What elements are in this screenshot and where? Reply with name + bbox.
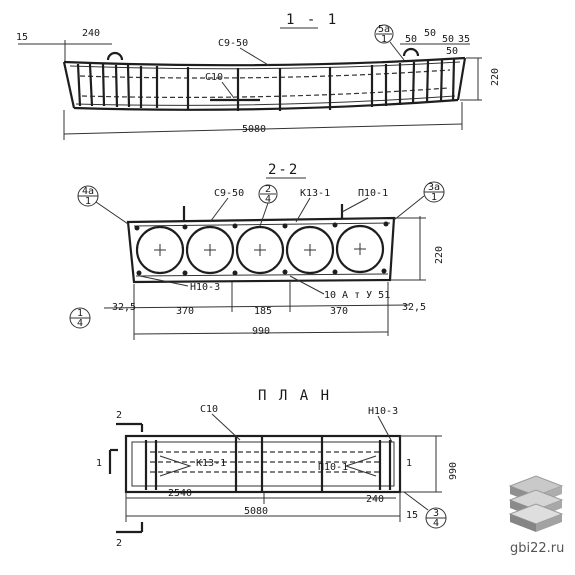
svg-text:K13-1: K13-1 xyxy=(300,188,330,199)
mark-c9-50: C9-50 xyxy=(218,38,248,49)
svg-text:5080: 5080 xyxy=(242,124,266,135)
leader-c10 xyxy=(221,81,235,99)
mark-c10: C10 xyxy=(205,72,223,83)
slab-bottom-edge xyxy=(73,98,459,111)
svg-text:1: 1 xyxy=(406,458,412,469)
svg-text:K13-1: K13-1 xyxy=(196,458,226,469)
svg-text:220: 220 xyxy=(490,68,501,86)
svg-text:5a: 5a xyxy=(378,24,390,35)
svg-text:50: 50 xyxy=(442,34,454,45)
dim-240: 240 xyxy=(82,28,100,39)
callout-5a xyxy=(374,24,394,44)
bottom-mesh xyxy=(135,273,389,277)
svg-text:C10: C10 xyxy=(200,404,218,415)
plan-k13-diag xyxy=(159,455,192,477)
svg-text:4: 4 xyxy=(265,194,271,205)
svg-text:50: 50 xyxy=(424,28,436,39)
dim-15-left: 15 xyxy=(16,32,28,43)
svg-text:1: 1 xyxy=(381,34,387,45)
svg-text:32,5: 32,5 xyxy=(112,302,136,313)
slab-right-end xyxy=(456,57,467,101)
top-mesh xyxy=(133,222,391,227)
svg-text:3: 3 xyxy=(433,508,439,519)
svg-text:50: 50 xyxy=(405,34,417,45)
top-mesh-line xyxy=(69,61,461,70)
section-1-1: 1 - 1 15 240 xyxy=(16,12,501,140)
rebar-dots xyxy=(134,221,389,276)
plan-view: П Л А Н 2 1 1 C10 Н10-3 K13-1 П10-1 xyxy=(96,388,459,549)
stirrups-left xyxy=(76,63,159,108)
section-2-2: 2-2 4a 1 xyxy=(69,162,445,340)
svg-text:1: 1 xyxy=(96,458,102,469)
dim-line-parts xyxy=(103,304,411,309)
svg-text:5080: 5080 xyxy=(244,506,268,517)
svg-text:32,5: 32,5 xyxy=(402,302,426,313)
svg-text:370: 370 xyxy=(176,306,194,317)
slab-top-edge xyxy=(63,56,466,67)
svg-text:1: 1 xyxy=(77,308,83,319)
leader-c9 xyxy=(239,47,271,67)
lifting-loop-left xyxy=(106,51,124,61)
svg-text:4: 4 xyxy=(77,318,83,329)
svg-text:2: 2 xyxy=(116,410,122,421)
svg-text:50: 50 xyxy=(446,46,458,57)
svg-text:10 А т У 51: 10 А т У 51 xyxy=(324,290,390,301)
svg-text:990: 990 xyxy=(252,326,270,337)
lifting-loop-right xyxy=(402,47,420,57)
top-mesh-dashed xyxy=(79,69,451,79)
plan-p10-diag xyxy=(344,455,377,477)
svg-text:1: 1 xyxy=(431,192,437,203)
dim-line-width xyxy=(133,331,389,335)
dim-length xyxy=(63,123,463,135)
svg-text:2: 2 xyxy=(116,538,122,549)
svg-text:370: 370 xyxy=(330,306,348,317)
svg-text:240: 240 xyxy=(366,494,384,505)
svg-text:Н10-3: Н10-3 xyxy=(368,406,398,417)
svg-text:35: 35 xyxy=(458,34,470,45)
watermark-text: gbi22.ru xyxy=(510,541,564,556)
svg-text:Н10-3: Н10-3 xyxy=(190,282,220,293)
section-2-2-title: 2-2 xyxy=(268,162,299,178)
plan-title: П Л А Н xyxy=(258,388,331,404)
svg-text:C9-50: C9-50 xyxy=(214,188,244,199)
bottom-mesh-line xyxy=(75,95,456,106)
hollow-cores xyxy=(135,224,385,275)
watermark-logo xyxy=(508,475,564,532)
svg-text:1: 1 xyxy=(85,196,91,207)
svg-text:2: 2 xyxy=(265,184,271,195)
svg-text:185: 185 xyxy=(254,306,272,317)
svg-text:990: 990 xyxy=(448,462,459,480)
slab-left-end xyxy=(62,61,76,109)
svg-text:4: 4 xyxy=(433,518,439,529)
svg-text:2540: 2540 xyxy=(168,488,192,499)
section-1-1-title: 1 - 1 xyxy=(286,12,338,28)
svg-text:П10-1: П10-1 xyxy=(318,462,348,473)
svg-text:15: 15 xyxy=(406,510,418,521)
svg-text:П10-1: П10-1 xyxy=(358,188,388,199)
svg-text:220: 220 xyxy=(434,246,445,264)
svg-text:3a: 3a xyxy=(428,182,440,193)
bottom-mesh-dashed xyxy=(81,87,449,98)
stirrups-right xyxy=(370,58,456,107)
svg-text:4a: 4a xyxy=(82,186,94,197)
